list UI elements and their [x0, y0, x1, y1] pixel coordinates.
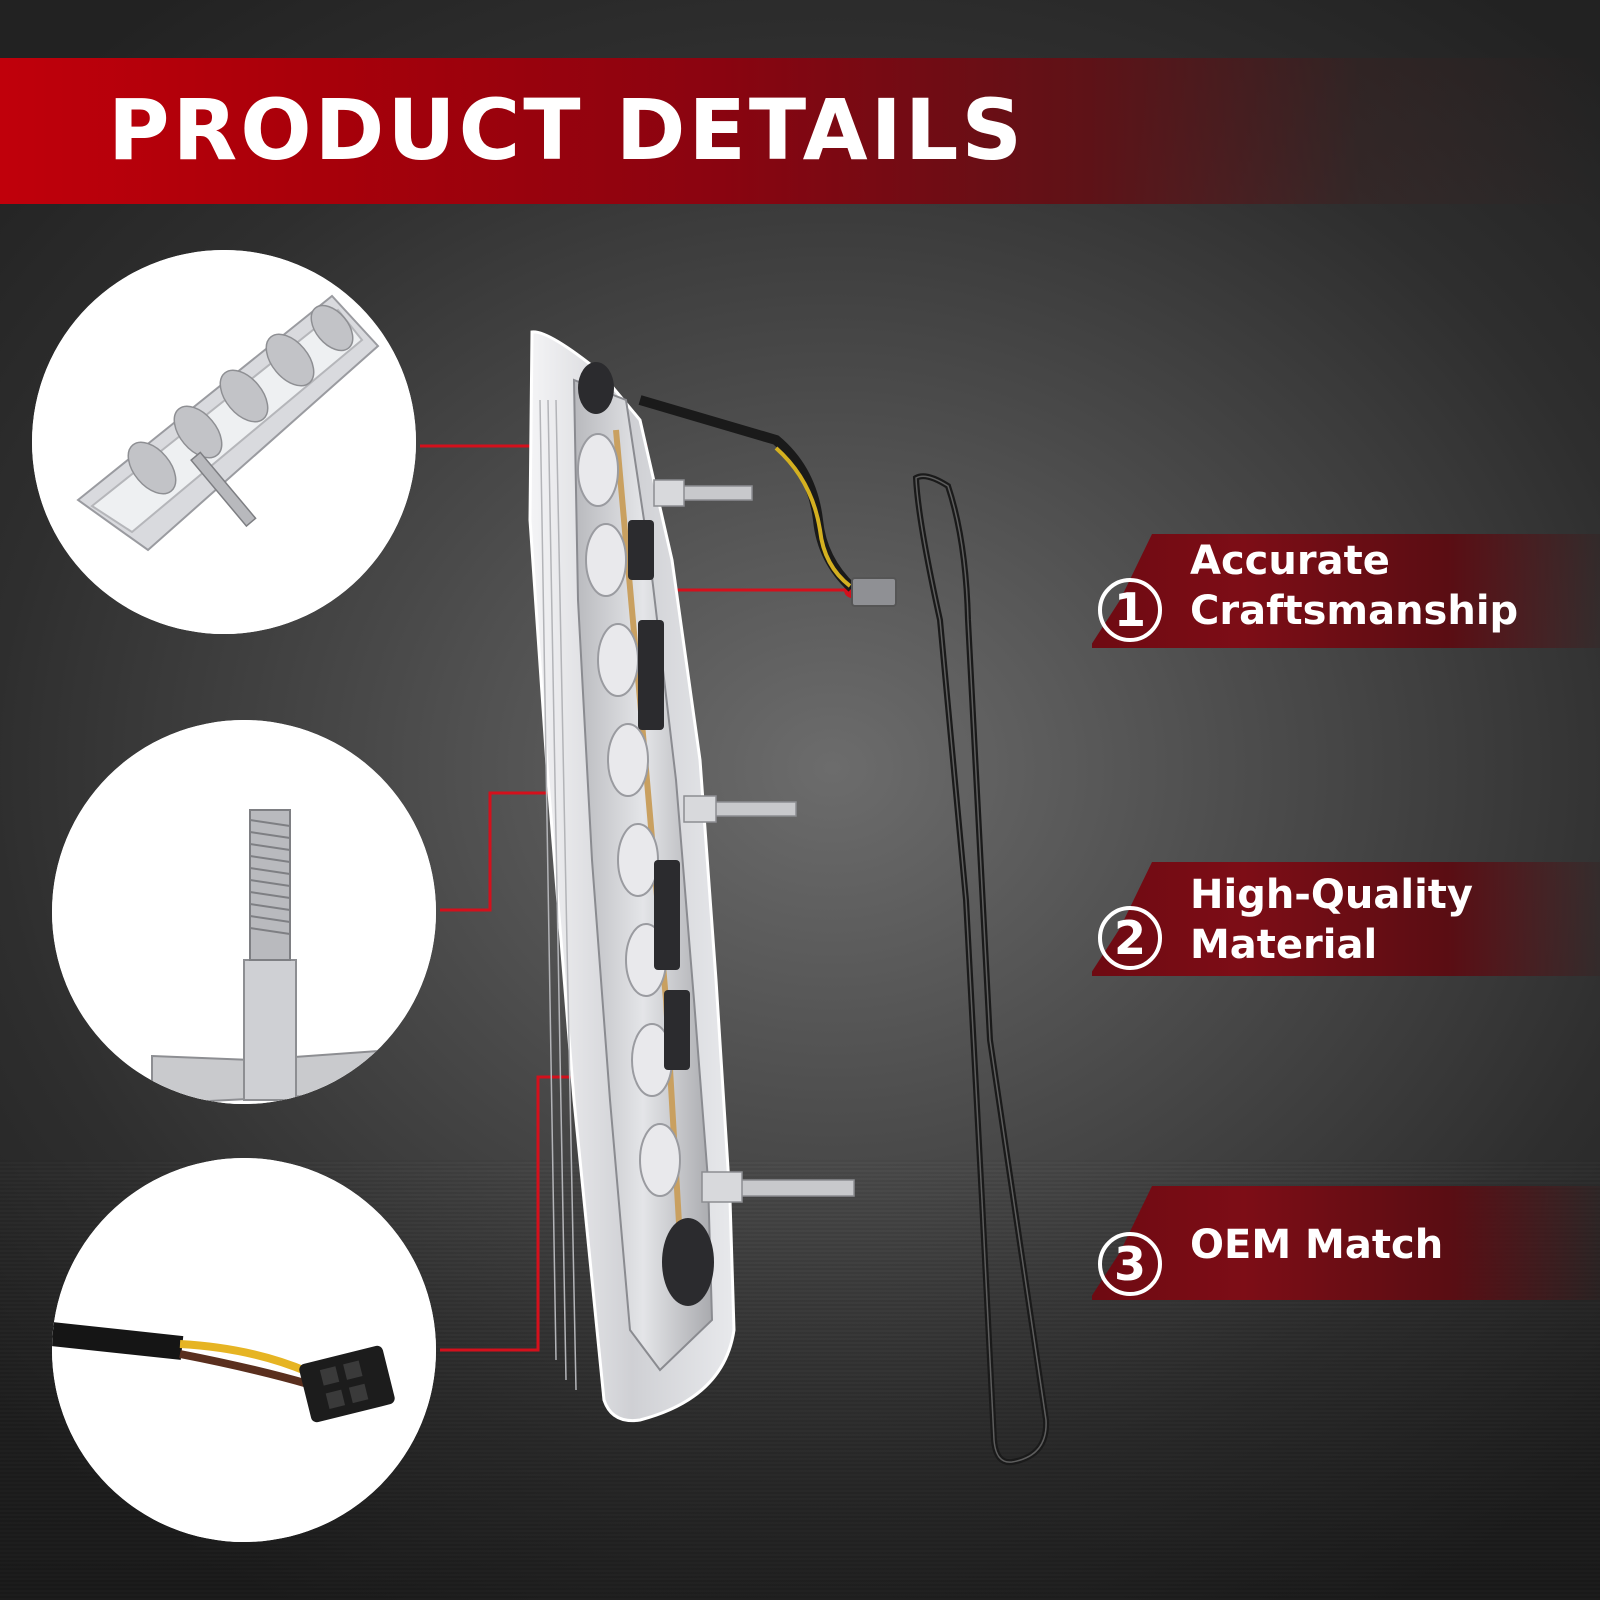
feature-ribbon-3 [1092, 1186, 1600, 1300]
mounting-slots [578, 362, 714, 1306]
lens-ribs [539, 399, 577, 1391]
detail-circle-connector [52, 1158, 436, 1542]
feature-text-2: High-Quality Material [1190, 870, 1473, 970]
feature-ribbon-2 [1092, 862, 1600, 976]
feature-ribbon-1 [1092, 534, 1600, 648]
page-title: PRODUCT DETAILS [108, 81, 1025, 179]
feature-text-1: Accurate Craftsmanship [1190, 536, 1518, 636]
lens-closeup-image [32, 250, 416, 634]
stud-closeup-image [52, 720, 436, 1104]
header-banner: PRODUCT DETAILS [0, 58, 1600, 204]
feature-text-3: OEM Match [1190, 1220, 1443, 1270]
feature-label-2-line1: High-Quality [1190, 872, 1473, 918]
gasket [912, 473, 1050, 1466]
feature-label-1-line2: Craftsmanship [1190, 588, 1519, 634]
wire-connector [851, 577, 897, 607]
detail-circle-lens [32, 250, 416, 634]
connector-closeup-image [52, 1158, 436, 1542]
feature-number-3: 3 [1098, 1232, 1162, 1296]
feature-label-1-line1: Accurate [1190, 538, 1390, 584]
feature-number-2: 2 [1098, 906, 1162, 970]
feature-number-1: 1 [1098, 578, 1162, 642]
mounting-studs [653, 479, 855, 1203]
detail-circle-stud [52, 720, 436, 1104]
feature-label-2-line2: Material [1190, 922, 1378, 968]
feature-label-3-line1: OEM Match [1190, 1222, 1444, 1268]
